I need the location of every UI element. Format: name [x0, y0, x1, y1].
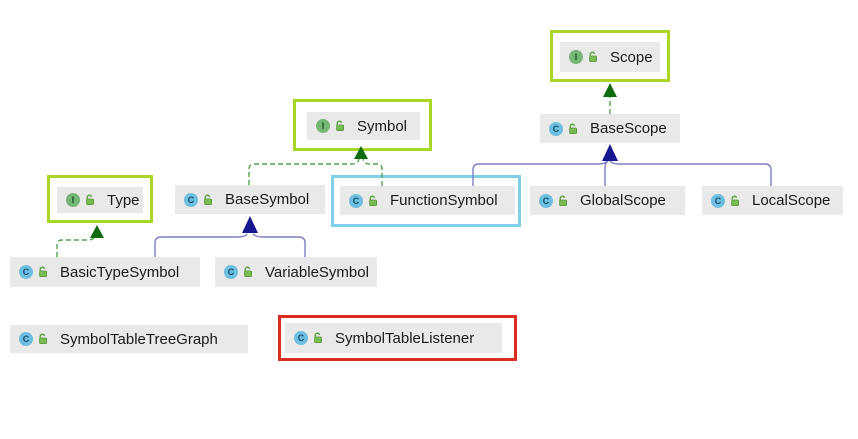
node-label: LocalScope	[752, 192, 831, 209]
node-symbol-table-tree-graph[interactable]: C SymbolTableTreeGraph	[10, 325, 248, 353]
class-icon: C	[294, 331, 308, 345]
edge-basescope-implements-scope[interactable]	[603, 83, 617, 114]
edge-variablesymbol-extends-basesymbol[interactable]	[242, 216, 306, 257]
node-type[interactable]: I Type	[57, 187, 143, 213]
edge-functionsymbol-implements-symbol[interactable]	[354, 146, 383, 186]
node-label: Scope	[610, 48, 653, 66]
class-icon: C	[711, 193, 725, 208]
node-global-scope[interactable]: C GlobalScope	[530, 186, 685, 215]
lock-icon	[37, 333, 49, 345]
extends-arrowhead-basescope	[602, 144, 618, 161]
class-icon: C	[19, 332, 33, 346]
extends-arrowhead-basesymbol	[242, 216, 258, 233]
lock-icon	[729, 195, 741, 207]
lock-icon	[557, 195, 569, 207]
interface-icon: I	[66, 193, 80, 207]
node-function-symbol[interactable]: C FunctionSymbol	[340, 186, 515, 215]
node-variable-symbol[interactable]: C VariableSymbol	[215, 257, 377, 287]
lock-icon	[84, 194, 96, 206]
node-label: BaseScope	[590, 120, 667, 137]
node-label: GlobalScope	[580, 192, 666, 209]
class-icon: C	[549, 121, 563, 136]
node-label: Symbol	[357, 117, 408, 135]
lock-icon	[312, 332, 324, 344]
node-label: SymbolTableListener	[335, 329, 475, 347]
lock-icon	[587, 51, 599, 63]
node-label: FunctionSymbol	[390, 192, 498, 209]
node-base-scope[interactable]: C BaseScope	[540, 114, 680, 143]
class-icon: C	[224, 265, 238, 279]
edge-basesymbol-implements-symbol[interactable]	[248, 158, 360, 185]
node-symbol-table-listener[interactable]: C SymbolTableListener	[285, 323, 502, 353]
lock-icon	[202, 194, 214, 206]
lock-icon	[334, 120, 346, 132]
node-label: VariableSymbol	[265, 263, 369, 281]
lock-icon	[37, 266, 49, 278]
edge-basictypesymbol-extends-basesymbol[interactable]	[154, 233, 248, 257]
lock-icon	[242, 266, 254, 278]
interface-icon: I	[569, 50, 583, 64]
node-basic-type-symbol[interactable]: C BasicTypeSymbol	[10, 257, 200, 287]
edge-functionsymbol-extends-basescope[interactable]	[472, 160, 608, 186]
edge-globalscope-extends-basescope[interactable]	[604, 160, 609, 186]
selection-frame-function-symbol	[331, 175, 521, 227]
node-label: Type	[107, 191, 140, 209]
class-icon: C	[539, 193, 553, 208]
node-symbol[interactable]: I Symbol	[307, 112, 420, 140]
edge-basictypesymbol-implements-type[interactable]	[56, 225, 104, 257]
lock-icon	[567, 123, 579, 135]
node-base-symbol[interactable]: C BaseSymbol	[175, 185, 325, 214]
class-icon: C	[19, 265, 33, 279]
node-label: BaseSymbol	[225, 191, 310, 208]
implements-arrowhead-type	[90, 225, 104, 238]
selection-frame-symbol-table-listener	[278, 315, 517, 361]
selection-frame-type	[47, 175, 153, 223]
class-icon: C	[349, 193, 363, 208]
lock-icon	[367, 195, 379, 207]
node-scope[interactable]: I Scope	[560, 42, 660, 72]
selection-frame-scope	[550, 30, 670, 82]
node-label: BasicTypeSymbol	[60, 263, 180, 281]
node-local-scope[interactable]: C LocalScope	[702, 186, 843, 215]
node-label: SymbolTableTreeGraph	[60, 330, 218, 348]
class-icon: C	[184, 192, 198, 207]
edge-localscope-extends-basescope[interactable]	[602, 144, 772, 186]
interface-icon: I	[316, 119, 330, 133]
implements-arrowhead-symbol	[354, 146, 368, 159]
